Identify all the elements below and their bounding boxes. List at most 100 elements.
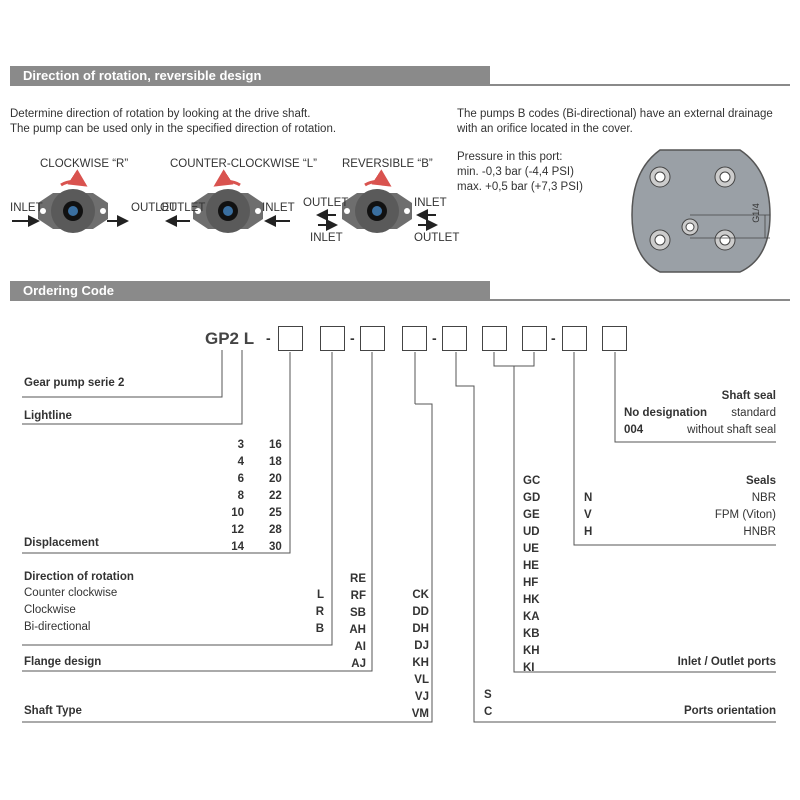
flange-code: RF xyxy=(350,590,366,602)
shaft-code: CK xyxy=(412,589,429,601)
reversible-title: REVERSIBLE “B” xyxy=(342,158,433,170)
port-code: KH xyxy=(523,645,540,657)
seal-names: NBR FPM (Viton) HNBR xyxy=(715,490,776,541)
code-dash: - xyxy=(266,330,271,346)
displacement-value: 8 xyxy=(237,490,244,502)
port-codes: GC GD GE UD UE HE HF HK KA KB KH KI xyxy=(523,473,540,677)
displacement-value: 25 xyxy=(269,507,282,519)
intro-text: Determine direction of rotation by looki… xyxy=(10,107,336,137)
without-seal-label: without shaft seal xyxy=(687,424,776,436)
shaft-code: KH xyxy=(412,657,429,669)
seal-name: HNBR xyxy=(743,526,776,538)
port-size-label: G1/4 xyxy=(750,203,761,223)
rev-inlet-right-label: INLET xyxy=(414,197,447,209)
ports-orientation-label: Ports orientation xyxy=(683,705,776,717)
code-dash: - xyxy=(432,330,437,346)
shaft-seal-label: Shaft seal xyxy=(721,390,776,402)
displacement-value: 10 xyxy=(231,507,244,519)
seal-code: H xyxy=(584,526,593,538)
seal-name: NBR xyxy=(751,492,776,504)
code-box-direction[interactable] xyxy=(320,326,345,351)
gear-pump-label: Gear pump serie 2 xyxy=(24,377,125,389)
code-box-displacement[interactable] xyxy=(278,326,303,351)
pressure-title: Pressure in this port: xyxy=(457,151,563,163)
rev-outlet-right-label: OUTLET xyxy=(414,232,460,244)
inlet-outlet-label: Inlet / Outlet ports xyxy=(677,656,776,668)
rev-inlet-left-label: INLET xyxy=(310,232,343,244)
displacement-value: 30 xyxy=(269,541,282,553)
flange-code: AH xyxy=(349,624,366,636)
section-title: Direction of rotation, reversible design xyxy=(23,68,262,83)
port-code: HE xyxy=(523,560,539,572)
seal-codes: N V H xyxy=(584,490,592,541)
counter-clockwise-title: COUNTER-CLOCKWISE “L” xyxy=(170,158,317,170)
displacement-value: 22 xyxy=(269,490,282,502)
displacement-value: 16 xyxy=(269,439,282,451)
intro-line-2: The pump can be used only in the specifi… xyxy=(10,123,337,135)
port-code: GC xyxy=(523,475,541,487)
displacement-col-2: 16 18 20 22 25 28 30 xyxy=(269,437,282,556)
pressure-min: min. -0,3 bar (-4,4 PSI) xyxy=(457,166,574,178)
seal-code: N xyxy=(584,492,593,504)
displacement-value: 4 xyxy=(237,456,244,468)
pump-reversible-icon xyxy=(342,169,412,233)
port-code: KB xyxy=(523,628,540,640)
orientation-code: C xyxy=(484,706,493,718)
code-box-flange[interactable] xyxy=(360,326,385,351)
shaft-code: DD xyxy=(412,606,429,618)
port-code: GD xyxy=(523,492,541,504)
code-box-ports-1[interactable] xyxy=(482,326,507,351)
ccw-outlet-label: OUTLET xyxy=(160,202,206,214)
shaft-codes: CK DD DH DJ KH VL VJ VM xyxy=(400,587,429,723)
flange-label: Flange design xyxy=(24,656,102,668)
shaft-code: DJ xyxy=(414,640,429,652)
flange-codes: RE RF SB AH AI AJ xyxy=(340,571,366,673)
pump-cover-drawing-icon xyxy=(631,149,771,273)
port-code: KI xyxy=(523,662,535,674)
section-title: Ordering Code xyxy=(23,283,115,298)
code-dash: - xyxy=(551,330,556,346)
displacement-value: 14 xyxy=(231,541,244,553)
shaft-type-label: Shaft Type xyxy=(24,705,82,717)
shaft-code: DH xyxy=(412,623,429,635)
code-box-shaft-seal[interactable] xyxy=(602,326,627,351)
code-box-shaft[interactable] xyxy=(402,326,427,351)
flange-code: RE xyxy=(350,573,366,585)
shaft-code: VJ xyxy=(414,691,429,703)
orientation-code: S xyxy=(484,689,492,701)
clockwise-title: CLOCKWISE “R” xyxy=(40,158,129,170)
section-header-ordering: Ordering Code xyxy=(10,281,790,301)
drainage-line-1: The pumps B codes (Bi-directional) have … xyxy=(457,108,773,120)
counter-clockwise-label: Counter clockwise xyxy=(24,587,118,599)
pressure-info: Pressure in this port: min. -0,3 bar (-4… xyxy=(457,150,583,195)
code-box-ports-2[interactable] xyxy=(522,326,547,351)
direction-label: Direction of rotation xyxy=(24,571,134,583)
ccw-inlet-label: INLET xyxy=(262,202,295,214)
flange-code: SB xyxy=(350,607,366,619)
code-box-seals[interactable] xyxy=(562,326,587,351)
pump-clockwise-icon xyxy=(38,169,108,233)
displacement-value: 20 xyxy=(269,473,282,485)
section-header-rotation: Direction of rotation, reversible design xyxy=(10,66,790,86)
cw-inlet-label: INLET xyxy=(10,202,43,214)
port-code: HK xyxy=(523,594,540,606)
flange-code: AJ xyxy=(351,658,366,670)
pressure-max: max. +0,5 bar (+7,3 PSI) xyxy=(457,181,583,193)
port-code: KA xyxy=(523,611,540,623)
cw-outlet-label: OUTLET xyxy=(131,202,177,214)
displacement-value: 6 xyxy=(237,473,244,485)
displacement-value: 18 xyxy=(269,456,282,468)
bi-directional-label: Bi-directional xyxy=(24,621,91,633)
standard-label: standard xyxy=(731,407,776,419)
shaft-code: VL xyxy=(414,674,429,686)
seal-name: FPM (Viton) xyxy=(714,509,776,521)
no-designation-label: No designation xyxy=(624,407,708,419)
seals-label: Seals xyxy=(745,475,776,487)
code-box-orientation[interactable] xyxy=(442,326,467,351)
code-004-label: 004 xyxy=(624,424,644,436)
drainage-info: The pumps B codes (Bi-directional) have … xyxy=(457,107,773,137)
displacement-value: 3 xyxy=(237,439,244,451)
displacement-label: Displacement xyxy=(24,537,99,549)
clockwise-label: Clockwise xyxy=(24,604,76,616)
port-code: UD xyxy=(523,526,540,538)
